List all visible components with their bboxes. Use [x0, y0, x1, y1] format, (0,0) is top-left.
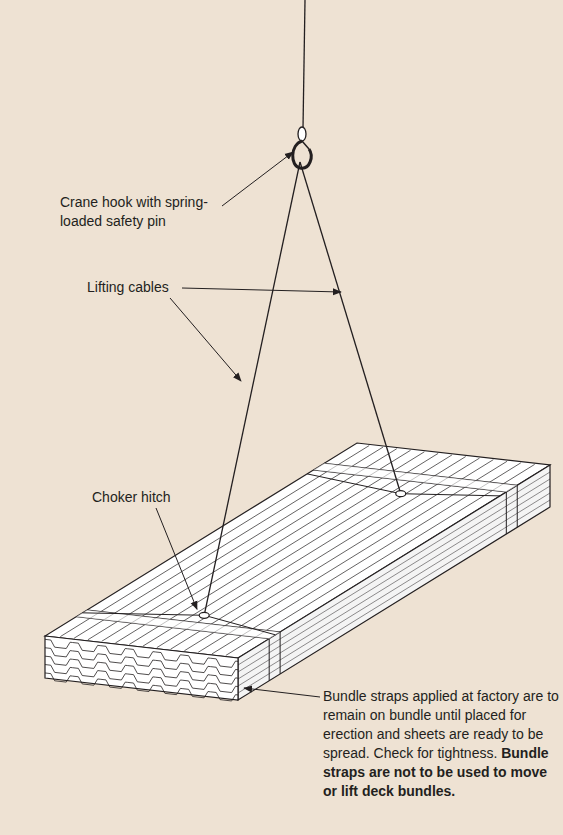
- leader-line: [244, 688, 320, 697]
- choker-sling: [82, 613, 275, 635]
- deck-profile: [45, 665, 238, 693]
- choker-hitch: [199, 612, 209, 618]
- deck-rib: [74, 447, 383, 638]
- hook-eye: [298, 127, 306, 141]
- crane-cable: [303, 0, 305, 128]
- leader-lines: [156, 152, 341, 697]
- deck-profile: [45, 673, 238, 701]
- sheet-edge: [238, 500, 550, 693]
- callout-label: Bundle straps applied at factory are to …: [323, 687, 559, 801]
- leader-line: [156, 508, 197, 609]
- rigging: [82, 0, 500, 635]
- callout-label: Lifting cables: [87, 278, 217, 297]
- lifting-cable: [204, 162, 300, 615]
- bundle-side: [238, 465, 550, 700]
- sheet-edge: [238, 472, 550, 665]
- callout-label: Crane hook with spring-loaded safety pin: [60, 193, 232, 231]
- bundle-strap: [76, 610, 280, 639]
- sheet-edge: [238, 486, 550, 679]
- leader-line: [182, 288, 341, 292]
- safety-pin: [302, 141, 309, 149]
- leader-line: [222, 152, 293, 206]
- sheet-edge: [238, 479, 550, 672]
- deck-profile: [45, 656, 238, 684]
- bundle-strap: [313, 463, 517, 492]
- deck-rib: [143, 455, 452, 646]
- deck-rib: [212, 463, 521, 654]
- sheet-edge: [238, 493, 550, 686]
- lifting-cable: [300, 162, 401, 494]
- deck-profile: [45, 639, 238, 667]
- deck-rib: [157, 457, 466, 648]
- label-text: Choker hitch: [92, 489, 171, 505]
- label-text: Lifting cables: [87, 279, 169, 295]
- deck-rib: [102, 450, 411, 641]
- deck-rib: [60, 446, 369, 637]
- leader-line: [170, 298, 241, 381]
- deck-rib: [129, 453, 438, 644]
- deck-rib: [88, 449, 397, 640]
- label-text: Crane hook with spring-loaded safety pin: [60, 194, 208, 229]
- deck-rib: [198, 461, 507, 652]
- deck-bundle: [45, 443, 550, 701]
- deck-profile: [45, 648, 238, 676]
- callout-label: Choker hitch: [92, 488, 202, 507]
- crane-hook: [293, 141, 311, 168]
- choker-hitch: [396, 491, 406, 497]
- deck-rib: [226, 464, 535, 655]
- choker-sling: [307, 474, 500, 496]
